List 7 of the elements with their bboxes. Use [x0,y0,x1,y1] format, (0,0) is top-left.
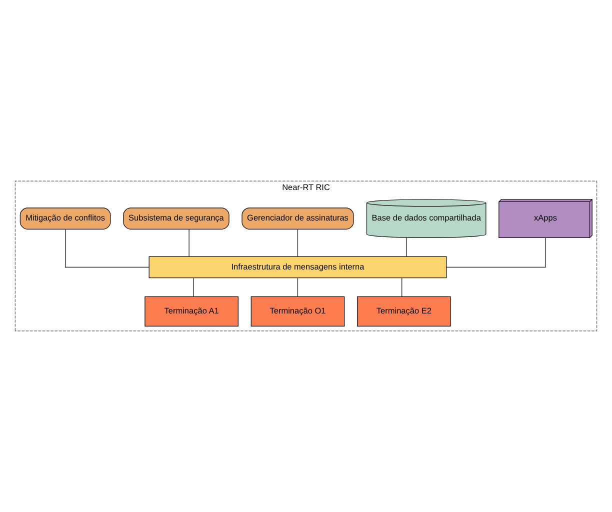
connector [297,229,298,257]
connector [193,278,194,297]
connector [446,237,546,268]
connector [406,237,407,257]
connector [65,229,150,268]
connector [188,229,190,257]
connector [297,278,298,297]
